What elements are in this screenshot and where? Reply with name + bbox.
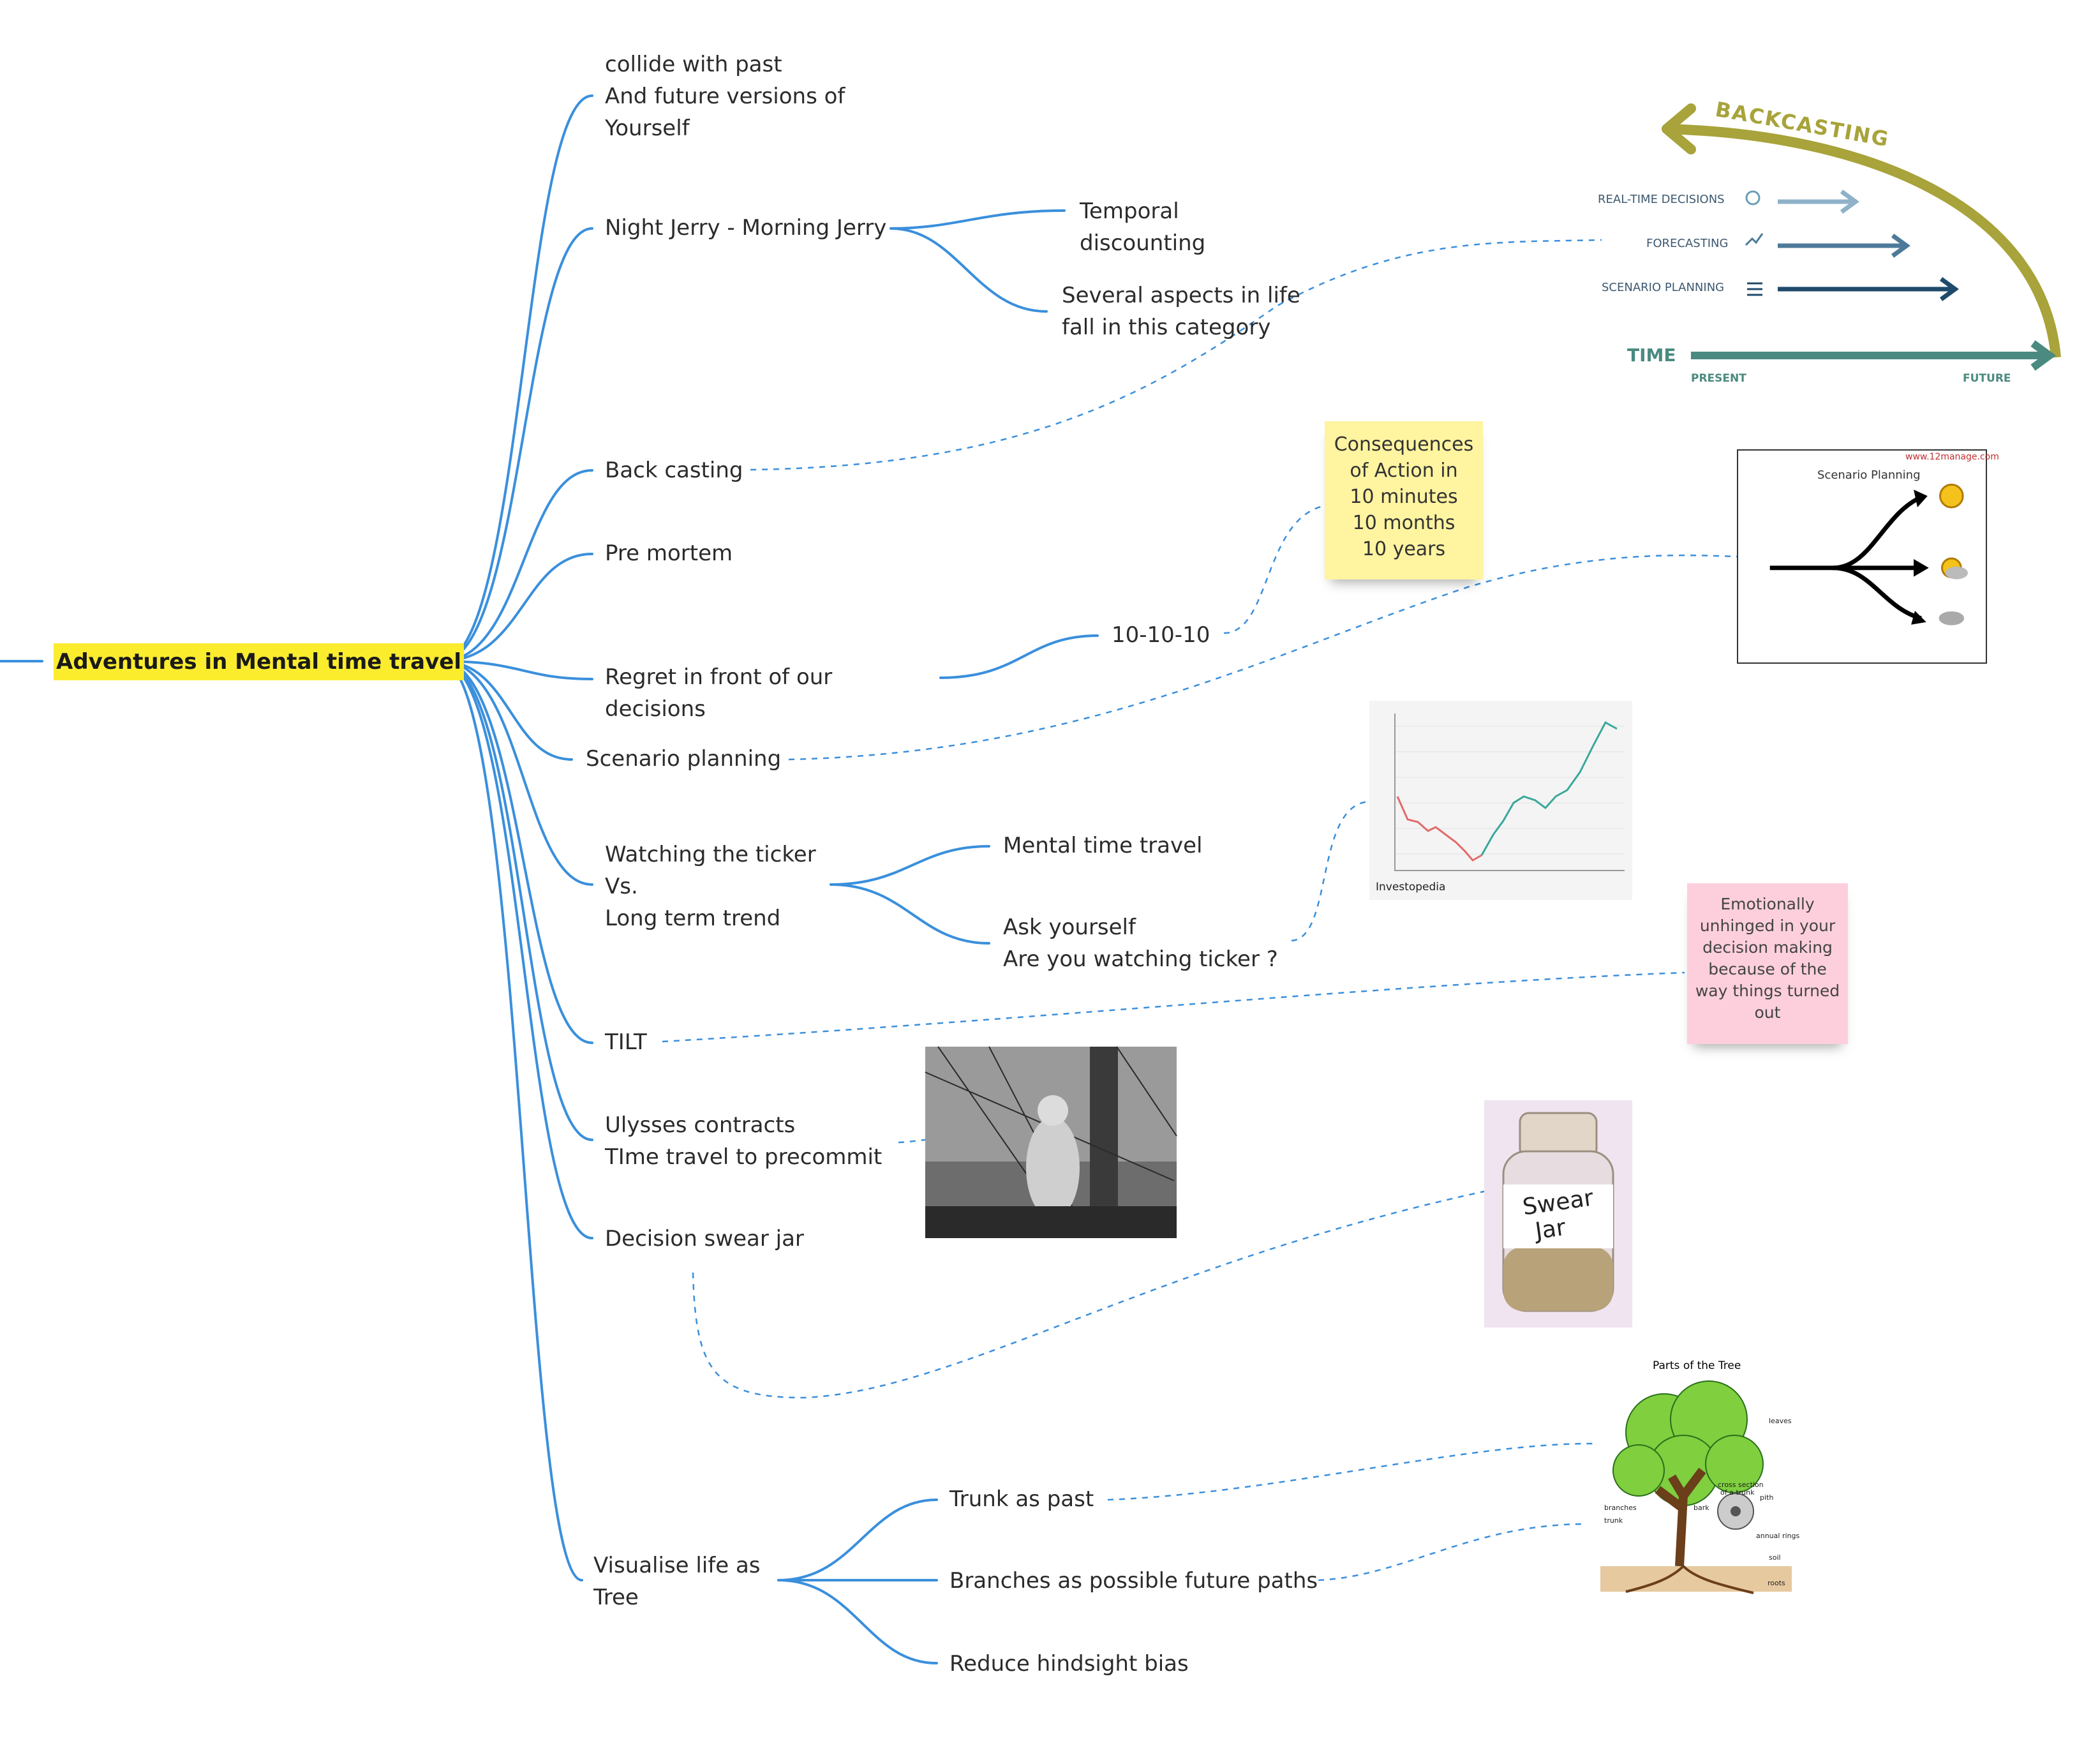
topic-line: Ulysses contracts <box>605 1112 796 1138</box>
topic-10-10-10[interactable]: 10-10-10 <box>1112 622 1210 648</box>
sticky-line: unhinged in your <box>1699 916 1836 935</box>
topic-ask-yourself[interactable]: Ask yourself Are you watching ticker ? <box>1003 911 1278 975</box>
topic-line: Vs. <box>605 874 638 899</box>
swear-jar-photo <box>1484 1100 1632 1327</box>
topic-line: TIme travel to precommit <box>605 1144 882 1170</box>
topic-line: Visualise life as <box>593 1553 761 1578</box>
topic-swear-jar[interactable]: Decision swear jar <box>605 1226 804 1252</box>
sticky-line: way things turned <box>1695 982 1840 1000</box>
sticky-line: Consequences <box>1334 433 1474 456</box>
scenario-graphic <box>1769 483 1968 625</box>
topic-regret[interactable]: Regret in front of our decisions <box>605 661 832 725</box>
topic-night-jerry[interactable]: Night Jerry - Morning Jerry <box>605 215 887 241</box>
topic-mental-time-travel[interactable]: Mental time travel <box>1003 833 1203 858</box>
topic-temporal-discounting[interactable]: Temporal discounting <box>1080 195 1205 259</box>
row-label: FORECASTING <box>1646 237 1729 250</box>
row-label: SCENARIO PLANNING <box>1602 281 1725 294</box>
chart-icon <box>1745 233 1764 246</box>
tree-label: pith <box>1760 1493 1774 1502</box>
central-topic[interactable]: Adventures in Mental time travel <box>54 643 464 680</box>
investopedia-logo: Investopedia <box>1376 881 1446 893</box>
sticky-line: 10 months <box>1352 512 1455 534</box>
topic-line: Long term trend <box>605 906 781 931</box>
topic-line: Yourself <box>605 116 690 141</box>
topic-line: fall in this category <box>1062 315 1271 340</box>
topic-visualise-tree[interactable]: Visualise life as Tree <box>593 1550 761 1613</box>
topic-line: decisions <box>605 696 706 722</box>
sticky-line: 10 minutes <box>1350 486 1458 508</box>
tree-label: cross section <box>1718 1481 1764 1489</box>
sticky-line: decision making <box>1702 938 1833 957</box>
ulysses-image[interactable] <box>925 1046 1177 1238</box>
tree-label: annual rings <box>1756 1532 1800 1540</box>
topic-line: Tree <box>593 1585 639 1610</box>
topic-tilt[interactable]: TILT <box>605 1029 647 1055</box>
sun-icon <box>1939 483 1964 509</box>
tree-label: bark <box>1694 1504 1709 1512</box>
topic-trunk-as-past[interactable]: Trunk as past <box>949 1486 1094 1512</box>
topic-ulysses[interactable]: Ulysses contracts TIme travel to precomm… <box>605 1109 882 1173</box>
topic-line: discounting <box>1080 230 1206 256</box>
source-url: www.12manage.com <box>1905 452 1999 462</box>
topic-collide-with-past[interactable]: collide with past And future versions of… <box>605 49 845 144</box>
backcasting-image[interactable]: BACKCASTING REAL-TIME DECISIONS FORECAST… <box>1595 89 2067 396</box>
scenario-planning-image[interactable]: www.12manage.com Scenario Planning <box>1737 449 1999 664</box>
topic-line: Several aspects in life <box>1062 283 1300 308</box>
topic-pre-mortem[interactable]: Pre mortem <box>605 541 733 566</box>
topic-line: Ask yourself <box>1003 915 1136 940</box>
tree-diagram <box>1600 1380 1792 1594</box>
tree-title: Parts of the Tree <box>1653 1359 1741 1372</box>
topic-line: Watching the ticker <box>605 842 816 867</box>
tree-label: branches <box>1604 1504 1637 1512</box>
sticky-consequences[interactable]: Consequences of Action in 10 minutes 10 … <box>1325 421 1483 579</box>
topic-line: Temporal <box>1080 198 1179 224</box>
tree-label: roots <box>1768 1579 1785 1587</box>
tree-label: soil <box>1769 1553 1781 1562</box>
sticky-line: 10 years <box>1362 538 1446 560</box>
topic-hindsight-bias[interactable]: Reduce hindsight bias <box>949 1651 1189 1677</box>
tree-label: of a trunk <box>1720 1488 1755 1497</box>
topic-line: And future versions of <box>605 84 845 109</box>
sticky-emotionally-unhinged[interactable]: Emotionally unhinged in your decision ma… <box>1687 883 1848 1044</box>
topic-watching-ticker[interactable]: Watching the ticker Vs. Long term trend <box>605 839 816 934</box>
stock-ticker-image[interactable]: Investopedia <box>1369 701 1632 900</box>
topic-back-casting[interactable]: Back casting <box>605 458 743 483</box>
tree-label: trunk <box>1604 1516 1623 1525</box>
topic-scenario-planning[interactable]: Scenario planning <box>586 746 782 772</box>
time-axis-label: TIME <box>1627 345 1676 366</box>
jar-label: Jar <box>1533 1214 1568 1245</box>
sticky-line: because of the <box>1708 960 1827 978</box>
topic-several-aspects[interactable]: Several aspects in life fall in this cat… <box>1062 280 1300 343</box>
tree-label: leaves <box>1769 1417 1792 1425</box>
sticky-line: of Action in <box>1350 460 1458 482</box>
row-label: REAL-TIME DECISIONS <box>1598 193 1725 206</box>
ulysses-photo <box>925 1046 1177 1238</box>
lightbulb-icon <box>1745 190 1761 206</box>
topic-line: Are you watching ticker ? <box>1003 946 1278 972</box>
storm-cloud-icon <box>1939 611 1965 625</box>
swear-jar-image[interactable]: Swear Jar <box>1484 1100 1632 1327</box>
tree-image[interactable]: Parts of the Tree leaves cross section o… <box>1600 1356 1799 1606</box>
candlestick-graphic <box>1394 714 1625 871</box>
sticky-line: Emotionally <box>1720 895 1815 913</box>
future-label: FUTURE <box>1963 372 2011 385</box>
checklist-icon <box>1747 282 1762 296</box>
sticky-line: out <box>1754 1003 1781 1022</box>
topic-line: Regret in front of our <box>605 664 833 690</box>
backcasting-graphic <box>1662 103 2061 371</box>
topic-line: collide with past <box>605 52 782 77</box>
scenario-title: Scenario Planning <box>1817 468 1921 482</box>
present-label: PRESENT <box>1691 372 1746 385</box>
topic-branches-future[interactable]: Branches as possible future paths <box>949 1568 1318 1594</box>
